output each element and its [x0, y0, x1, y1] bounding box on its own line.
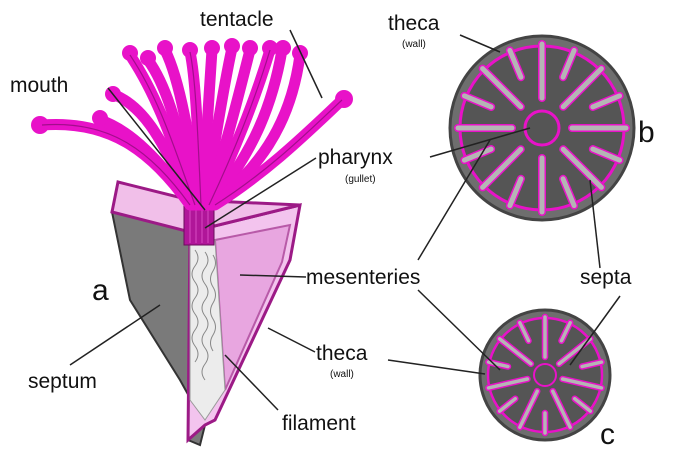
- label-mesenteries: mesenteries: [306, 266, 420, 289]
- panel-letter-c: c: [600, 418, 615, 451]
- label-theca-top: theca: [388, 12, 440, 35]
- label-tentacle: tentacle: [200, 8, 274, 31]
- tentacles: [42, 48, 342, 205]
- pharynx-b: [525, 111, 559, 145]
- label-theca-bottom: theca: [316, 342, 368, 365]
- mesentery-face: [215, 225, 290, 390]
- label-mouth: mouth: [10, 74, 68, 97]
- panel-letter-b: b: [638, 116, 655, 149]
- label-septum: septum: [28, 370, 97, 393]
- cross-section-b: [450, 36, 634, 220]
- label-septa: septa: [580, 266, 632, 289]
- label-filament: filament: [282, 412, 356, 435]
- label-wall-bottom: (wall): [330, 369, 354, 380]
- label-pharynx: pharynx: [318, 146, 393, 169]
- pharynx-c: [534, 364, 556, 386]
- label-wall-top: (wall): [402, 39, 426, 50]
- label-gullet: (gullet): [345, 174, 376, 185]
- panel-letter-a: a: [92, 274, 109, 307]
- cross-section-c: [480, 310, 610, 440]
